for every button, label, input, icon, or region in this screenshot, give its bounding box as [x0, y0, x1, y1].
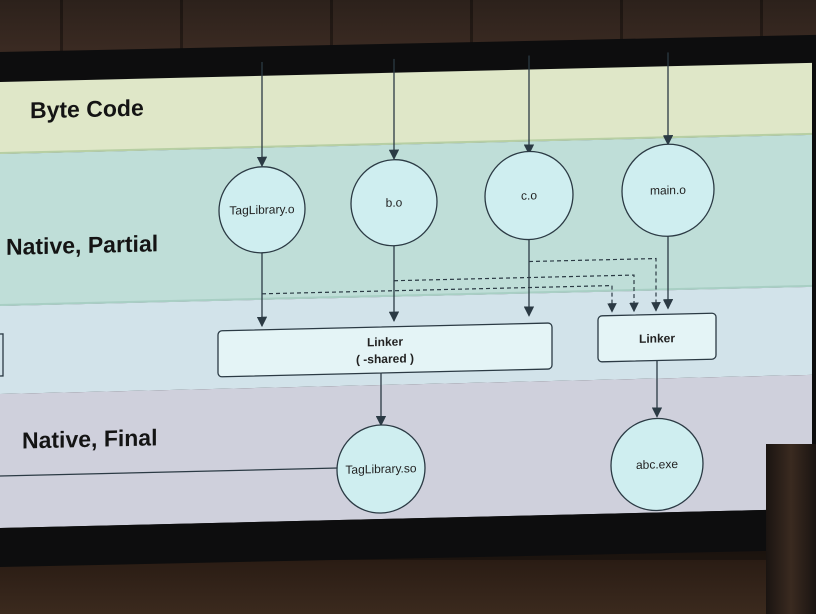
- curtain-fold: [60, 0, 63, 60]
- curtain-fold: [470, 0, 473, 60]
- node-taglibrary-o: TagLibrary.o: [218, 166, 306, 254]
- taglibrary-o-label: TagLibrary.o: [229, 202, 294, 218]
- main-o-label: main.o: [650, 183, 686, 198]
- node-abc-exe: abc.exe: [610, 417, 704, 512]
- line-from-left-to-so: [0, 467, 338, 477]
- curtain-fold: [760, 0, 763, 60]
- b-o-label: b.o: [386, 196, 403, 210]
- slide: Byte Code Native, Partial Native, Final …: [0, 49, 812, 528]
- shared-linker-box: Linker ( -shared ): [217, 322, 553, 378]
- curtain-fold: [330, 0, 333, 60]
- node-taglibrary-so: TagLibrary.so: [336, 424, 426, 514]
- linker-output-arrows: [0, 360, 663, 477]
- dashed-c-o-to-exe-linker: [529, 257, 661, 312]
- incoming-arrows: [256, 52, 674, 168]
- taglibrary-so-label: TagLibrary.so: [345, 461, 416, 477]
- curtain-fold: [180, 0, 183, 60]
- abc-exe-label: abc.exe: [636, 457, 678, 472]
- shared-linker-flag: ( -shared ): [356, 351, 414, 366]
- offscreen-box-edge: [0, 333, 4, 377]
- shared-linker-title: Linker: [367, 334, 403, 349]
- exe-linker-box: Linker: [597, 312, 717, 363]
- node-main-o: main.o: [621, 143, 715, 237]
- dashed-b-o-to-exe-linker: [394, 274, 639, 313]
- build-diagram: TagLibrary.o b.o c.o main.o: [0, 52, 717, 514]
- node-b-o: b.o: [350, 159, 438, 247]
- dashed-taglibrary-o-to-exe-linker: [262, 284, 617, 313]
- curtain-fold: [620, 0, 623, 60]
- speaker-stand: [766, 444, 816, 614]
- dashed-dependency-arrows: [262, 257, 661, 313]
- c-o-label: c.o: [521, 188, 537, 202]
- exe-linker-title: Linker: [639, 331, 675, 346]
- object-to-linker-arrows: [256, 236, 674, 328]
- node-c-o: c.o: [484, 150, 574, 241]
- floor: [0, 560, 816, 614]
